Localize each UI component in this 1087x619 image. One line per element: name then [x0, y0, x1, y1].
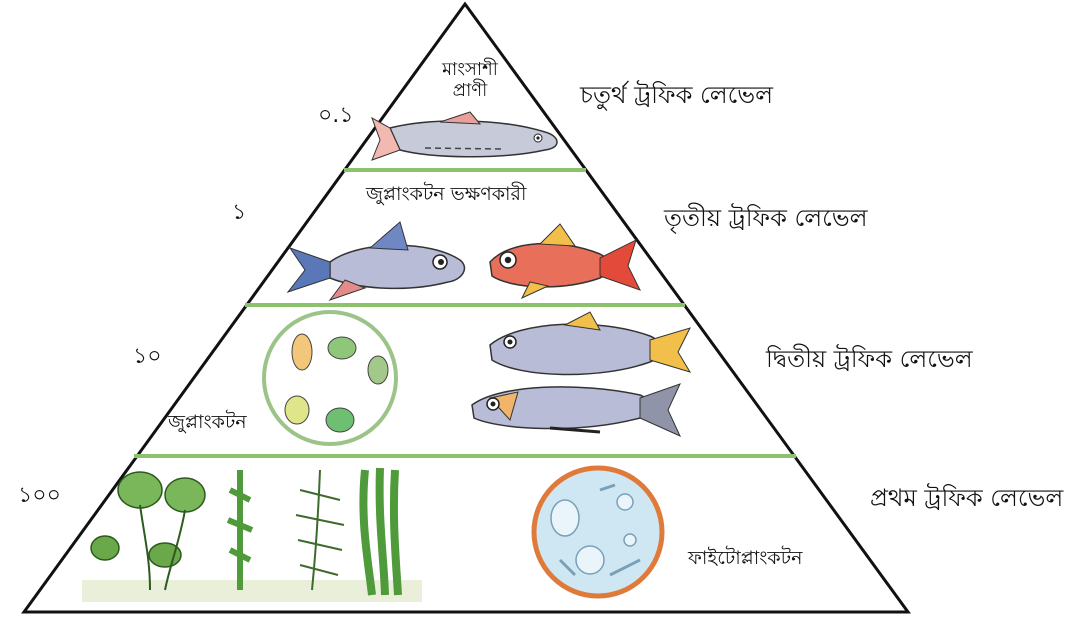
- level-1-name: প্রথম ট্রফিক লেভেল: [870, 485, 1063, 513]
- phytoplankton-circle-icon: [534, 468, 662, 596]
- level-3-value: ১: [232, 200, 246, 225]
- level-4-organism: মাংসাশী প্রাণী: [430, 60, 510, 101]
- level-1-value: ১০০: [18, 483, 61, 508]
- level-3-organism: জুপ্লাংকটন ভক্ষণকারী: [366, 184, 526, 206]
- level-2-value: ১০: [133, 344, 162, 369]
- level-4-value: ০.১: [318, 103, 354, 128]
- level-2-name: দ্বিতীয় ট্রফিক লেভেল: [766, 346, 973, 374]
- zooplankton-circle-icon: [264, 312, 396, 444]
- level-3-name: তৃতীয় ট্রফিক লেভেল: [664, 205, 868, 233]
- level-4-name: চতুর্থ ট্রফিক লেভেল: [580, 82, 773, 110]
- level-1-organism: ফাইটোপ্লাংকটন: [688, 548, 802, 570]
- level-2-organism: জুপ্লাংকটন: [168, 412, 247, 434]
